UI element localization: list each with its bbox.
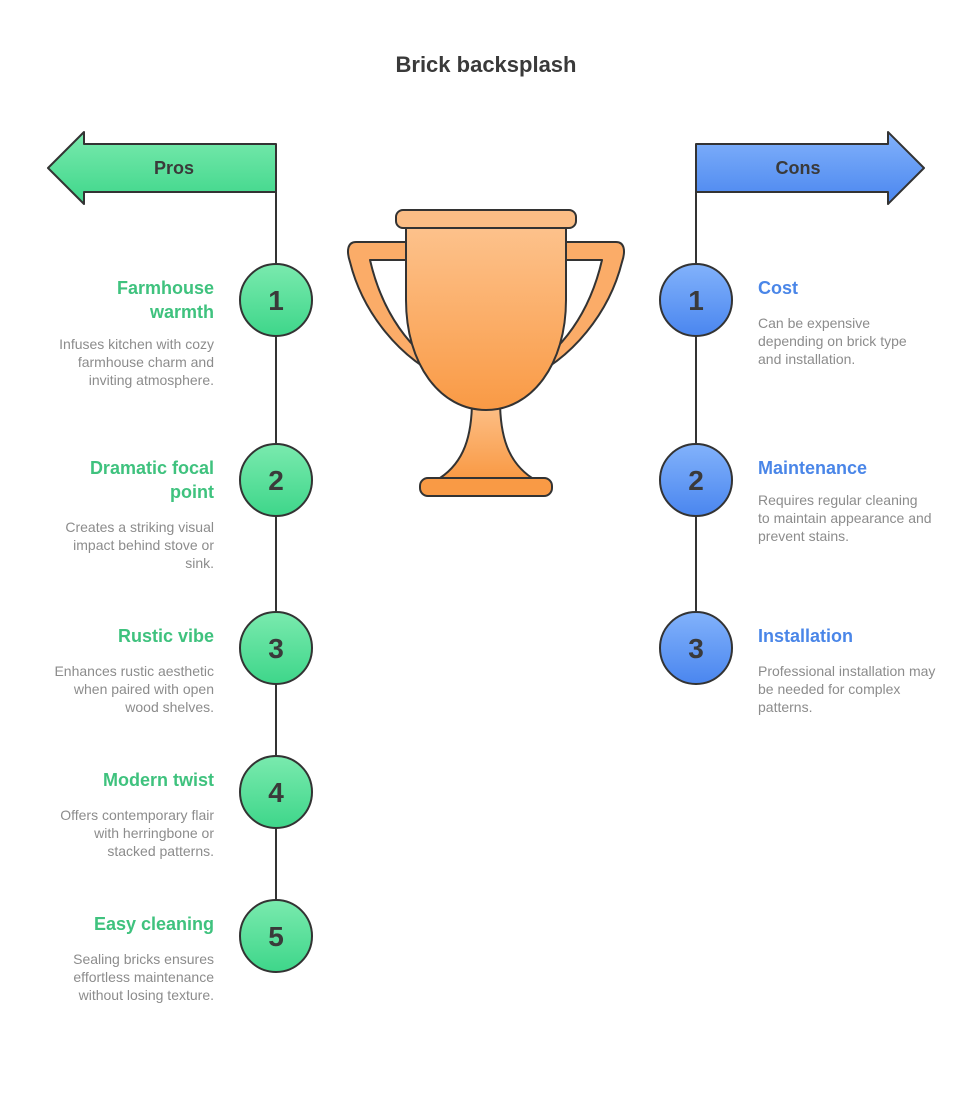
pro-item-desc: Enhances rustic aesthetic when paired wi…	[54, 663, 214, 715]
pros-label: Pros	[154, 158, 194, 178]
con-badge-3: 3	[659, 611, 733, 685]
pros-number-circles: 1 2 3 4 5	[239, 263, 313, 973]
pro-number: 2	[268, 465, 284, 496]
pro-badge-2: 2	[239, 443, 313, 517]
pro-item-desc: Creates a striking visual impact behind …	[65, 519, 214, 571]
con-item-desc: Can be expensive depending on brick type…	[758, 315, 907, 367]
pro-item-desc: Sealing bricks ensures effortless mainte…	[73, 951, 214, 1003]
con-item-title: Maintenance	[758, 458, 868, 478]
con-number: 3	[688, 633, 704, 664]
pro-number: 1	[268, 285, 284, 316]
con-item-title: Installation	[758, 626, 854, 646]
trophy-icon	[347, 209, 625, 497]
pro-item-title: Rustic vibe	[117, 626, 214, 646]
pro-number: 5	[268, 921, 284, 952]
pros-header-arrow: Pros	[47, 131, 277, 205]
cons-header-arrow: Cons	[695, 131, 925, 205]
pro-number: 3	[268, 633, 284, 664]
con-item-desc: Professional installation may be needed …	[758, 663, 936, 715]
pro-badge-5: 5	[239, 899, 313, 973]
pro-badge-4: 4	[239, 755, 313, 829]
pro-item-title: Dramatic focal point	[89, 458, 214, 502]
diagram-title: Brick backsplash	[395, 52, 577, 77]
pro-item-title: Modern twist	[103, 770, 214, 790]
cons-label: Cons	[776, 158, 821, 178]
con-number: 2	[688, 465, 704, 496]
con-item-desc: Requires regular cleaning to maintain ap…	[758, 492, 932, 544]
con-number: 1	[688, 285, 704, 316]
con-badge-2: 2	[659, 443, 733, 517]
pro-item-desc: Offers contemporary flair with herringbo…	[60, 807, 214, 859]
pro-badge-3: 3	[239, 611, 313, 685]
con-badge-1: 1	[659, 263, 733, 337]
pro-item-desc: Infuses kitchen with cozy farmhouse char…	[59, 336, 214, 388]
pro-badge-1: 1	[239, 263, 313, 337]
arrow-right-icon	[695, 131, 925, 205]
cons-number-circles: 1 2 3	[659, 263, 733, 685]
pro-number: 4	[268, 777, 284, 808]
con-item-title: Cost	[758, 278, 798, 298]
arrow-left-icon	[47, 131, 277, 205]
pro-item-title: Farmhouse warmth	[116, 278, 214, 322]
pro-item-title: Easy cleaning	[93, 914, 214, 934]
